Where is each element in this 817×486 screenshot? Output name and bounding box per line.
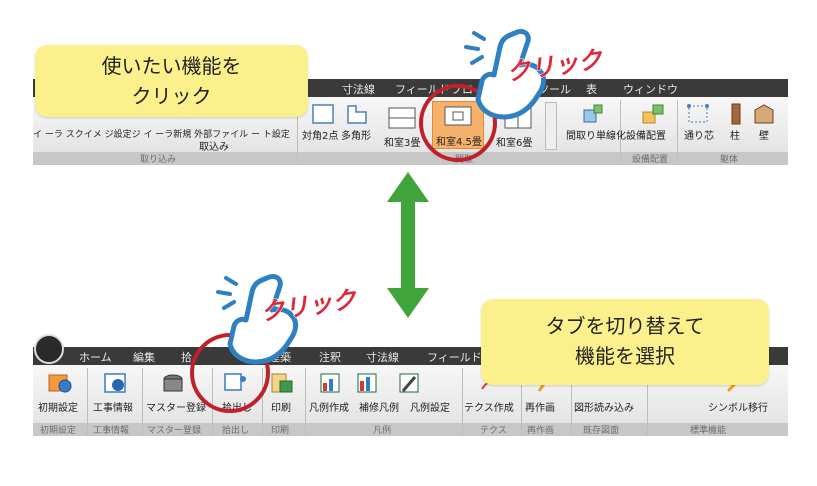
grid-axis-button[interactable]: 通り芯 [684, 131, 714, 142]
polygon-icon [347, 105, 367, 124]
project-info-button[interactable]: 工事情報 [93, 403, 133, 414]
shape-import-button[interactable]: 図形読み込み [574, 403, 634, 414]
tab-field-b[interactable]: フィールド [427, 351, 482, 364]
wall-icon [754, 104, 774, 124]
tatami-6-button[interactable]: 和室6畳 [496, 138, 533, 149]
instruction-callout-top: 使いたい機能を クリック [35, 45, 308, 117]
column-button[interactable]: 柱 [730, 131, 740, 142]
print-icon [271, 373, 293, 393]
single-line-button[interactable]: 間取り単線化 [566, 131, 626, 142]
group-label-print: 印刷 [271, 426, 290, 436]
app-logo[interactable] [34, 334, 64, 364]
symbol-migrate-button[interactable]: シンボル移行 [708, 403, 768, 414]
separator [262, 368, 263, 436]
master-register-button[interactable]: マスター登録 [146, 403, 206, 414]
print-button[interactable]: 印刷 [271, 403, 291, 414]
group-label-project: 工事情報 [93, 426, 130, 436]
top-group-bar [33, 152, 788, 165]
hand-pointer-icon [464, 28, 547, 120]
wall-button[interactable]: 壁 [759, 131, 769, 142]
tab-edit[interactable]: 編集 [133, 351, 155, 364]
project-info-icon [104, 373, 126, 393]
tab-dimension-line[interactable]: 寸法線 [366, 351, 399, 364]
import-sub-label: 取込み [199, 142, 229, 153]
separator [571, 368, 572, 436]
diagonal-rect-icon [312, 104, 334, 124]
hand-pointer-icon [216, 273, 299, 365]
single-line-icon [583, 104, 603, 123]
group-label-structure: 躯体 [720, 155, 739, 165]
legend-settings-button[interactable]: 凡例設定 [410, 403, 450, 414]
separator [142, 368, 143, 436]
tab-tools[interactable]: ツール [538, 83, 571, 96]
group-label-redraw: 再作画 [527, 426, 555, 436]
legend-repair-icon [357, 373, 377, 393]
import-buttons-row[interactable]: イ ーラ スクイメ ジ設定ジ イ ーラ新規 外部ファイル ー ト設定 [33, 130, 290, 140]
equipment-icon [642, 104, 664, 124]
group-label-takeoff: 拾出し [222, 426, 250, 436]
legend-settings-icon [399, 373, 419, 393]
group-label-import: 取り込み [140, 155, 177, 165]
separator [677, 100, 678, 162]
callout-line-1: タブを切り替えて [545, 314, 705, 338]
callout-line-2: クリック [131, 84, 212, 108]
tab-window[interactable]: ウィンドウ [623, 83, 678, 96]
tab-dimension[interactable]: 寸法線 [342, 83, 375, 96]
group-label-legend: 凡例 [373, 426, 392, 436]
tatami-3-button[interactable]: 和室3畳 [384, 138, 421, 149]
tab-table[interactable]: 表 [586, 83, 597, 96]
master-register-icon [163, 374, 183, 392]
separator [521, 368, 522, 436]
separator [297, 100, 298, 162]
highlight-ring [419, 84, 497, 162]
separator [647, 368, 648, 436]
diagonal-2pt-button[interactable]: 対角2点 [302, 131, 339, 142]
column-icon [731, 103, 741, 125]
polygon-button[interactable]: 多角形 [341, 131, 371, 142]
legend-create-icon [320, 373, 340, 393]
grid-axis-icon [687, 104, 709, 123]
initial-settings-button[interactable]: 初期設定 [38, 403, 78, 414]
gallery-scroll[interactable] [545, 102, 557, 150]
separator [87, 368, 88, 436]
tab-annotation[interactable]: 注釈 [319, 351, 341, 364]
group-label-initial: 初期設定 [40, 426, 77, 436]
tab-takeoff[interactable]: 拾 [181, 351, 192, 364]
instruction-callout-bottom: タブを切り替えて 機能を選択 [481, 299, 769, 385]
legend-repair-button[interactable]: 補修凡例 [359, 403, 399, 414]
callout-line-2: 機能を選択 [575, 344, 675, 368]
group-label-equipment: 設備配置 [632, 155, 669, 165]
tab-home[interactable]: ホーム [79, 351, 112, 364]
texture-create-button[interactable]: テクス作成 [464, 403, 514, 414]
separator [462, 368, 463, 436]
initial-settings-icon [48, 374, 72, 393]
group-label-texture: テクス [480, 426, 507, 436]
separator [305, 368, 306, 436]
group-label-master: マスター登録 [147, 426, 202, 436]
redraw-button[interactable]: 再作画 [525, 403, 555, 414]
group-label-standard: 標準機能 [690, 426, 727, 436]
callout-line-1: 使いたい機能を [101, 54, 242, 78]
bottom-group-bar [33, 423, 788, 436]
tatami-3-icon [388, 107, 416, 129]
equipment-button[interactable]: 設備配置 [626, 131, 666, 142]
legend-create-button[interactable]: 凡例作成 [309, 403, 349, 414]
group-label-existing: 既存図面 [583, 426, 620, 436]
separator [620, 100, 621, 162]
double-arrow-icon [387, 172, 429, 318]
